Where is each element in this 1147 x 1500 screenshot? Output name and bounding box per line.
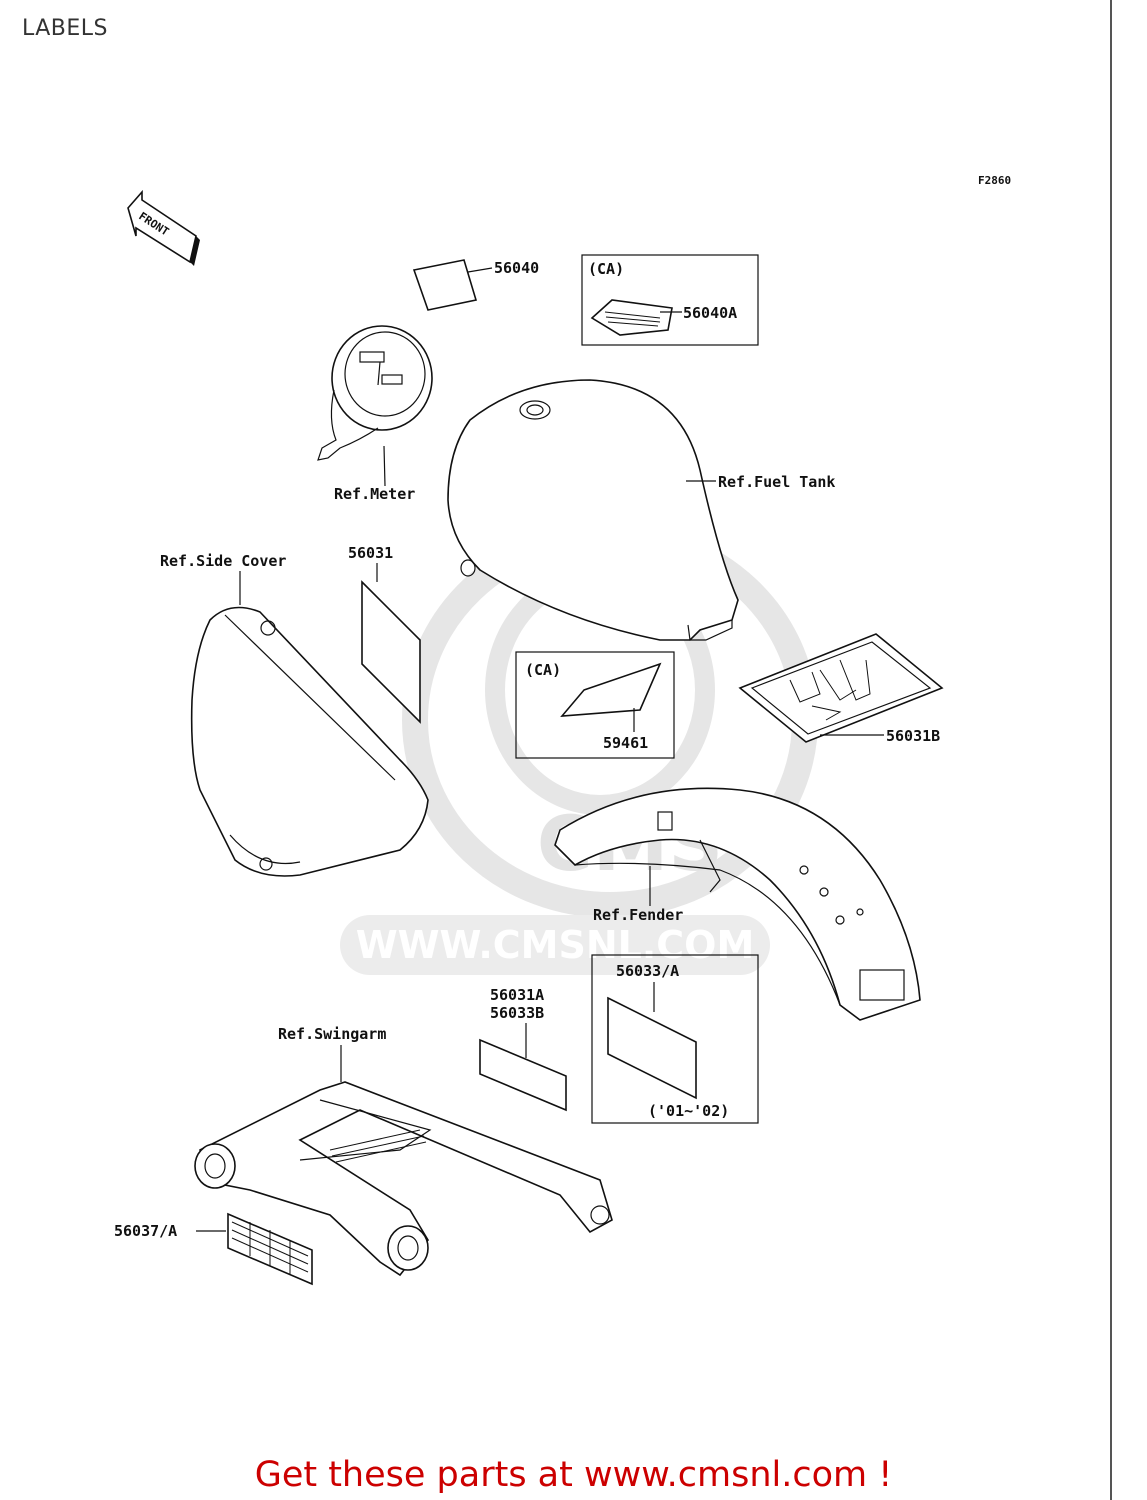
- label-56037A: 56037/A: [114, 1212, 313, 1286]
- svg-text:Ref.Swingarm: Ref.Swingarm: [278, 1025, 386, 1043]
- svg-text:('01~'02): ('01~'02): [648, 1102, 729, 1120]
- svg-text:56033B: 56033B: [490, 1004, 544, 1022]
- label-56031: 56031: [348, 544, 421, 724]
- fuel-tank-part: Ref.Fuel Tank: [447, 379, 835, 641]
- svg-text:59461: 59461: [603, 734, 648, 752]
- svg-text:56031: 56031: [348, 544, 393, 562]
- svg-text:Ref.Meter: Ref.Meter: [334, 485, 415, 503]
- front-arrow-icon: FRONT: [127, 189, 200, 266]
- svg-text:56040A: 56040A: [683, 304, 737, 322]
- svg-text:Ref.Fuel Tank: Ref.Fuel Tank: [718, 473, 835, 491]
- svg-text:(CA): (CA): [525, 661, 561, 679]
- watermark-text: WWW.CMSNL.COM: [356, 923, 755, 967]
- box-56033A: 56033/A ('01~'02): [591, 954, 759, 1124]
- figure-code: F2860: [978, 174, 1011, 187]
- svg-text:56031A: 56031A: [490, 986, 544, 1004]
- ca-box-56040A: (CA) 56040A: [581, 254, 759, 346]
- meter-part: Ref.Meter: [317, 325, 433, 503]
- svg-text:56031B: 56031B: [886, 727, 940, 745]
- label-56031A-56033B: 56031A 56033B: [479, 986, 567, 1112]
- label-56031B: 56031B: [738, 633, 944, 745]
- promo-link[interactable]: Get these parts at www.cmsnl.com !: [254, 1455, 893, 1495]
- swingarm-part: Ref.Swingarm: [194, 1025, 613, 1277]
- page-divider: [1110, 0, 1112, 1500]
- page-title: LABELS: [22, 16, 109, 41]
- svg-text:Ref.Side Cover: Ref.Side Cover: [160, 552, 286, 570]
- ca-box-59461: (CA) 59461: [515, 651, 675, 759]
- side-cover-part: Ref.Side Cover: [160, 552, 429, 877]
- svg-text:56037/A: 56037/A: [114, 1222, 177, 1240]
- svg-text:(CA): (CA): [588, 260, 624, 278]
- svg-text:Ref.Fender: Ref.Fender: [593, 906, 683, 924]
- fender-part: Ref.Fender: [554, 787, 921, 1021]
- svg-text:56033/A: 56033/A: [616, 962, 679, 980]
- label-56040: 56040: [412, 259, 539, 311]
- svg-text:56040: 56040: [494, 259, 539, 277]
